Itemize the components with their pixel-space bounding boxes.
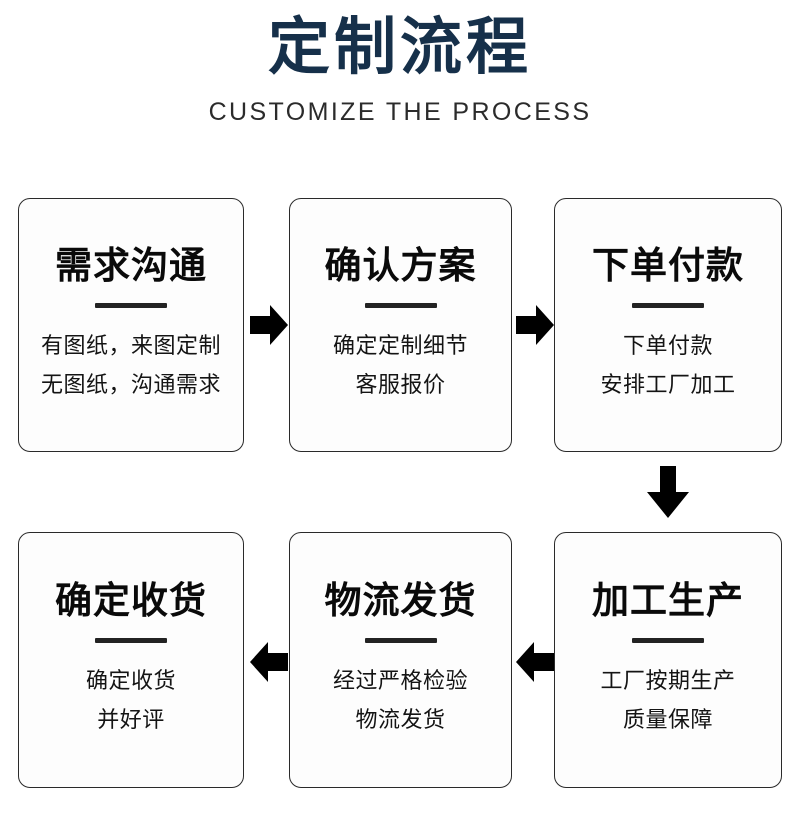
step-card-3[interactable]: 下单付款 下单付款 安排工厂加工 [554, 198, 782, 452]
step-card-1-line-1: 有图纸，来图定制 [40, 332, 221, 358]
step-card-5[interactable]: 物流发货 经过严格检验 物流发货 [289, 532, 512, 788]
step-card-1[interactable]: 需求沟通 有图纸，来图定制 无图纸，沟通需求 [18, 198, 244, 452]
step-card-4-title: 加工生产 [592, 580, 744, 621]
step-card-1-title: 需求沟通 [55, 245, 207, 286]
step-card-5-lines: 经过严格检验 物流发货 [333, 661, 468, 739]
step-card-4-lines: 工厂按期生产 质量保障 [600, 661, 735, 739]
step-card-3-title: 下单付款 [592, 245, 744, 286]
step-card-3-line-2: 安排工厂加工 [600, 371, 736, 397]
step-card-6-line-2: 并好评 [97, 706, 165, 732]
step-card-3-lines: 下单付款 安排工厂加工 [600, 326, 735, 404]
step-card-4-line-2: 质量保障 [622, 706, 713, 732]
header: 定制流程 CUSTOMIZE THE PROCESS [0, 12, 800, 127]
step-card-3-divider [632, 302, 704, 308]
step-card-4-line-1: 工厂按期生产 [600, 667, 736, 693]
step-card-3-line-1: 下单付款 [622, 332, 713, 358]
page-subtitle: CUSTOMIZE THE PROCESS [208, 97, 592, 126]
page-title: 定制流程 [267, 13, 532, 82]
arrow-left-icon [250, 640, 288, 684]
step-card-6-line-1: 确定收货 [85, 667, 176, 693]
arrow-right-icon [516, 303, 554, 347]
step-card-6[interactable]: 确定收货 确定收货 并好评 [18, 532, 244, 788]
arrow-down-icon [645, 466, 691, 518]
arrow-left-icon [516, 640, 554, 684]
step-card-1-divider [95, 302, 167, 308]
step-card-2-lines: 确定定制细节 客服报价 [333, 326, 468, 404]
step-card-4-divider [632, 637, 704, 643]
step-card-6-divider [95, 637, 167, 643]
step-card-2-line-2: 客服报价 [355, 371, 446, 397]
step-card-5-title: 物流发货 [324, 580, 477, 621]
step-card-1-line-2: 无图纸，沟通需求 [40, 371, 221, 397]
step-card-5-line-2: 物流发货 [355, 706, 446, 732]
step-card-2-title: 确认方案 [324, 245, 477, 286]
step-card-6-lines: 确定收货 并好评 [86, 661, 176, 739]
step-card-5-line-1: 经过严格检验 [332, 667, 468, 693]
step-card-4[interactable]: 加工生产 工厂按期生产 质量保障 [554, 532, 782, 788]
step-card-5-divider [364, 637, 437, 643]
step-card-2-divider [364, 302, 437, 308]
step-card-2-line-1: 确定定制细节 [332, 332, 468, 358]
step-card-1-lines: 有图纸，来图定制 无图纸，沟通需求 [41, 326, 221, 404]
step-card-6-title: 确定收货 [55, 580, 207, 621]
step-card-2[interactable]: 确认方案 确定定制细节 客服报价 [289, 198, 512, 452]
arrow-right-icon [250, 303, 288, 347]
